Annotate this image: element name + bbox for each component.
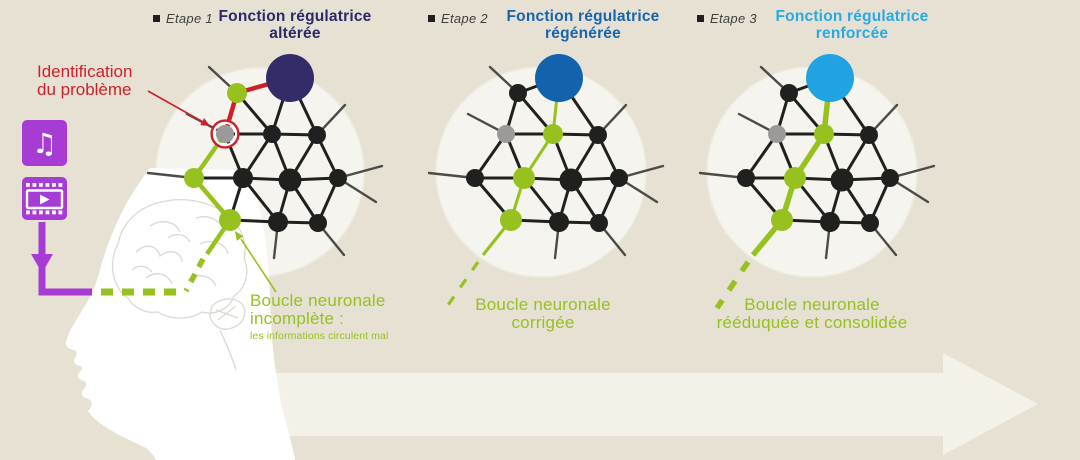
- stage-2-etape: Etape 2: [428, 11, 488, 26]
- neuron-node: [830, 168, 854, 192]
- identification-label: Identification du problème: [37, 63, 197, 99]
- neuron-node: [308, 126, 326, 144]
- neuron-node: [737, 169, 755, 187]
- inactive-node: [497, 125, 515, 143]
- problem-ring-inner: [212, 121, 238, 147]
- neural-network-stage-1: [146, 54, 384, 260]
- neuron-node: [861, 214, 879, 232]
- neuron-node: [278, 168, 302, 192]
- loop-node: [184, 168, 204, 188]
- stage-2-caption: Boucle neuronale corrigée: [443, 296, 643, 332]
- neuron-node: [780, 84, 798, 102]
- stage-2-caption-line2: corrigée: [511, 313, 575, 332]
- stage-3-title: Fonction régulatrice renforcée: [762, 8, 942, 42]
- regulator-node: [266, 54, 314, 102]
- loop-node: [227, 83, 247, 103]
- inactive-node: [768, 125, 786, 143]
- square-bullet-icon: [697, 15, 704, 22]
- stage-2-title: Fonction régulatrice régénérée: [493, 8, 673, 42]
- play-icon: [40, 194, 50, 205]
- etape-label: Etape 2: [441, 11, 488, 26]
- stage-1-title-line1: Fonction régulatrice: [218, 8, 372, 25]
- loop-node: [219, 209, 241, 231]
- brain-sketch: [111, 199, 248, 371]
- stage-3-caption-line1: Boucle neuronale: [744, 295, 880, 314]
- loop-node: [513, 167, 535, 189]
- loop-node: [784, 167, 806, 189]
- stage-1-caption-line2: incomplète :: [250, 309, 345, 328]
- identification-arrow: [147, 90, 210, 126]
- stage-2-caption-line1: Boucle neuronale: [475, 295, 611, 314]
- stage-1-caption-line1: Boucle neuronale: [250, 291, 386, 310]
- etape-label: Etape 3: [710, 11, 757, 26]
- square-bullet-icon: [428, 15, 435, 22]
- stage-3-etape: Etape 3: [697, 11, 757, 26]
- inactive-node: [216, 125, 234, 143]
- stage-2-title-line1: Fonction régulatrice: [506, 8, 660, 25]
- neuron-node: [610, 169, 628, 187]
- neuron-node: [590, 214, 608, 232]
- loop-node: [543, 124, 563, 144]
- stage-1-caption: Boucle neuronale incomplète : les inform…: [250, 291, 465, 343]
- neuron-node: [329, 169, 347, 187]
- neuron-node: [309, 214, 327, 232]
- neural-network-stage-3: [698, 54, 936, 260]
- stage-3-caption: Boucle neuronale rééduquée et consolidée: [688, 296, 936, 332]
- stage-1-caption-sub: les informations circulent mal: [250, 330, 389, 342]
- timeline-arrow: [190, 353, 1038, 455]
- neuron-node: [589, 126, 607, 144]
- neuron-node: [268, 212, 288, 232]
- neuron-node: [509, 84, 527, 102]
- media-connector: [31, 222, 92, 296]
- loop-node: [771, 209, 793, 231]
- video-icon: [22, 177, 67, 220]
- stage-1-title-line2: altérée: [269, 25, 321, 42]
- stage-3-caption-line2: rééduquée et consolidée: [716, 313, 908, 332]
- head-silhouette: [65, 168, 296, 460]
- down-arrowhead-icon: [31, 254, 53, 273]
- neuron-node: [549, 212, 569, 232]
- neuron-node: [233, 168, 253, 188]
- neuron-node: [820, 212, 840, 232]
- problem-ring: [210, 119, 240, 149]
- neuron-node: [860, 126, 878, 144]
- neuron-node: [466, 169, 484, 187]
- identification-line1: Identification: [37, 62, 133, 81]
- stage-1-title: Fonction régulatrice altérée: [205, 8, 385, 42]
- stage-3-title-line1: Fonction régulatrice: [775, 8, 929, 25]
- neuron-node: [263, 125, 281, 143]
- music-icon: ♫: [22, 120, 67, 166]
- etape-label: Etape 1: [166, 11, 213, 26]
- stage-3-title-line2: renforcée: [815, 25, 889, 42]
- neuron-node: [559, 168, 583, 192]
- loop-node: [814, 124, 834, 144]
- identification-line2: du problème: [37, 80, 132, 99]
- loop-node: [500, 209, 522, 231]
- neural-network-stage-2: [427, 54, 665, 260]
- square-bullet-icon: [153, 15, 160, 22]
- loop-caption-arrow: [235, 231, 277, 293]
- regulator-node: [806, 54, 854, 102]
- svg-text:♫: ♫: [32, 127, 57, 160]
- regulator-node: [535, 54, 583, 102]
- stage-1-etape: Etape 1: [153, 11, 213, 26]
- neuron-node: [881, 169, 899, 187]
- stage-2-title-line2: régénérée: [545, 25, 621, 42]
